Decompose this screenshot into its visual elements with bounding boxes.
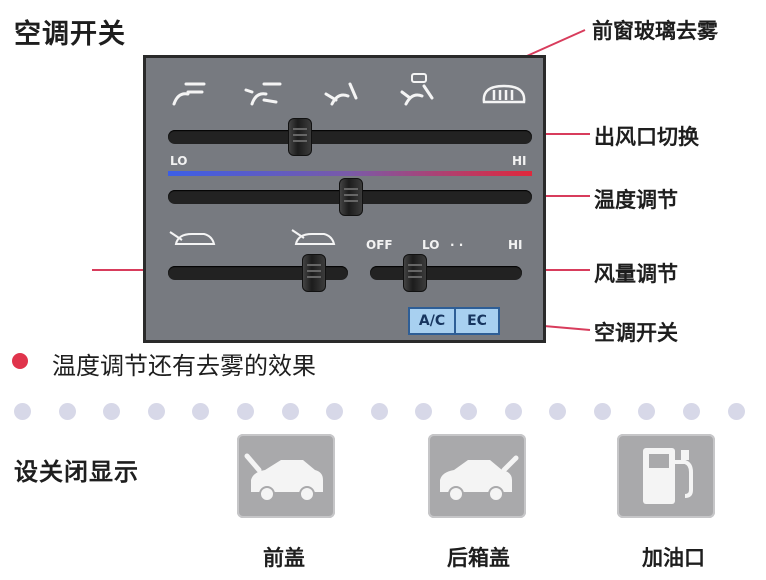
hood-indicator-tile xyxy=(237,434,335,518)
rear-defrost-icon xyxy=(482,84,526,104)
temperature-slider-knob[interactable] xyxy=(339,178,363,216)
separator-dot xyxy=(504,403,522,420)
separator-dot xyxy=(683,403,700,420)
foot-vent-icon xyxy=(324,82,358,106)
fan-off-label: OFF xyxy=(366,238,393,252)
separator-dot xyxy=(326,403,344,420)
trunk-label: 后箱盖 xyxy=(447,546,510,570)
separator-dot xyxy=(147,403,165,420)
callout-temperature: 温度调节 xyxy=(594,188,678,212)
separator-dot xyxy=(593,403,611,420)
recirculation-icon xyxy=(291,229,336,245)
temp-hi-label: HI xyxy=(512,154,527,168)
outlet-slider-track[interactable] xyxy=(168,130,532,144)
bilevel-vent-icon xyxy=(244,82,282,106)
separator-dot xyxy=(370,403,388,420)
separator-dot xyxy=(237,403,254,420)
foot-defrost-vent-icon xyxy=(400,73,434,106)
temp-lo-label: LO xyxy=(170,154,188,168)
separator-dot xyxy=(192,403,210,420)
fuel-door-icon xyxy=(643,448,693,504)
separator-dot xyxy=(638,403,656,420)
ec-button[interactable]: EC xyxy=(454,307,500,335)
note-text: 温度调节还有去雾的效果 xyxy=(52,352,316,380)
air-intake-icons xyxy=(169,229,336,245)
fan-slider-track[interactable] xyxy=(370,266,522,280)
page-title: 空调开关 xyxy=(14,19,126,50)
trunk-open-icon xyxy=(440,455,519,502)
separator-dot xyxy=(58,403,76,420)
separator-dot xyxy=(460,403,477,420)
fan-lo-label: LO xyxy=(422,238,440,252)
ac-button[interactable]: A/C xyxy=(408,307,456,335)
callout-front-defog: 前窗玻璃去雾 xyxy=(592,19,718,43)
separator-dot xyxy=(549,403,567,420)
separator-dot xyxy=(103,403,121,420)
callout-outlet-switch: 出风口切换 xyxy=(594,125,699,149)
face-vent-icon xyxy=(172,82,206,106)
fan-dots-label: · · xyxy=(450,238,464,252)
climate-control-panel: LO HI OFF LO · · HI A/C EC xyxy=(143,55,546,343)
separator-dot xyxy=(281,403,299,420)
callout-fan-speed: 风量调节 xyxy=(594,262,678,286)
separator-dot xyxy=(415,403,433,420)
indicator-title: 设关闭显示 xyxy=(14,458,139,486)
outlet-slider-knob[interactable] xyxy=(287,118,312,156)
note-bullet xyxy=(12,353,28,369)
fan-slider-knob[interactable] xyxy=(402,254,427,292)
hood-open-icon xyxy=(244,453,323,502)
temperature-gradient-bar xyxy=(168,171,532,176)
fuel-door-label: 加油口 xyxy=(642,546,705,570)
fan-hi-label: HI xyxy=(508,238,523,252)
hood-label: 前盖 xyxy=(263,546,305,570)
intake-slider-knob[interactable] xyxy=(302,254,327,292)
callout-ac-switch: 空调开关 xyxy=(594,321,678,345)
separator-dot xyxy=(14,403,31,420)
trunk-indicator-tile xyxy=(428,434,526,518)
fuel-indicator-tile xyxy=(617,434,715,518)
separator-dot xyxy=(727,403,745,420)
fresh-air-icon xyxy=(169,231,216,245)
vent-mode-icons xyxy=(172,73,526,106)
